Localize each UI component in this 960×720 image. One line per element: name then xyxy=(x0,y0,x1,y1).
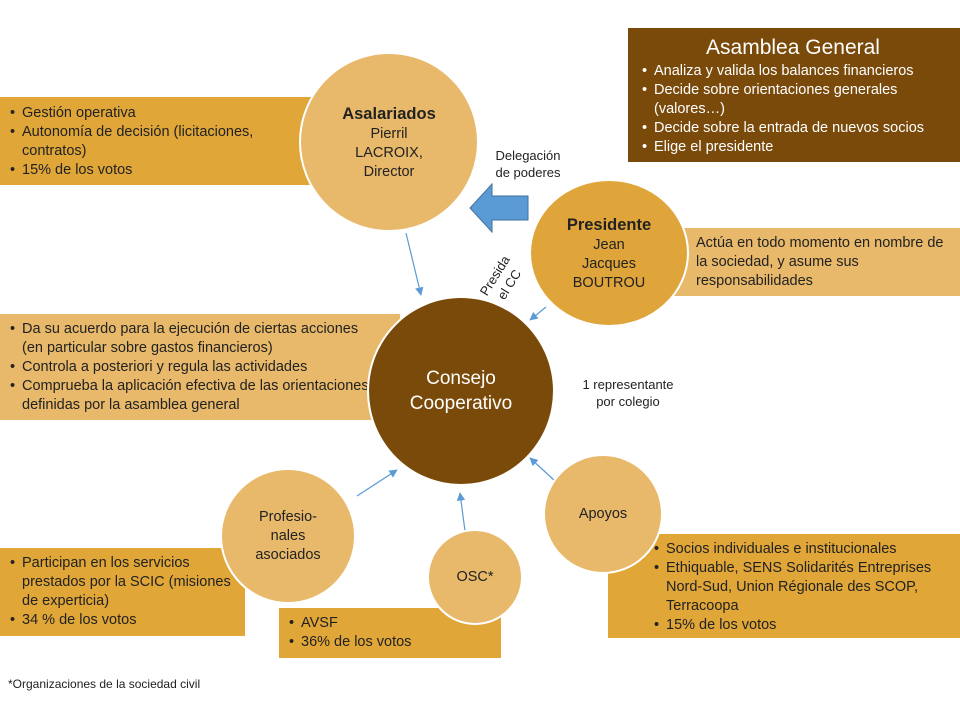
asalariados-list: Gestión operativa Autonomía de decisión … xyxy=(4,104,294,180)
asamblea-general-box: Asamblea General Analiza y valida los ba… xyxy=(628,28,960,162)
consejo-circle: Consejo Cooperativo xyxy=(367,296,555,486)
arrow-asalariados-consejo xyxy=(405,232,424,296)
apoyos-label: Apoyos xyxy=(578,505,628,522)
arrow-osc-consejo xyxy=(456,492,466,532)
representante-line-1: 1 representante xyxy=(582,377,674,392)
presidente-title: Presidente xyxy=(566,215,652,234)
asamblea-general-title: Asamblea General xyxy=(706,36,880,59)
list-item: 15% de los votos xyxy=(4,161,294,180)
apoyos-box: Socios individuales e institucionales Et… xyxy=(608,534,960,638)
list-item: Decide sobre orientaciones generales (va… xyxy=(636,81,950,119)
asamblea-general-list: Analiza y valida los balances financiero… xyxy=(636,62,950,157)
apoyos-circle: Apoyos xyxy=(543,454,663,574)
arrow-apoyos-consejo xyxy=(529,457,555,481)
list-item: Ethiquable, SENS Solidarités Entreprises… xyxy=(648,559,952,616)
asalariados-title: Asalariados xyxy=(342,104,436,123)
asalariados-name-1: Pierril xyxy=(370,125,408,142)
list-item: Socios individuales e institucionales xyxy=(648,540,952,559)
consejo-title-1: Consejo xyxy=(426,368,496,389)
list-item: AVSF xyxy=(283,614,493,633)
arrow-profesionales-consejo xyxy=(356,469,398,497)
presidente-circle: Presidente Jean Jacques BOUTROU xyxy=(529,179,689,327)
delegacion-line-1: Delegación xyxy=(495,148,561,163)
list-item: Decide sobre la entrada de nuevos socios xyxy=(636,119,950,138)
list-item: Da su acuerdo para la ejecución de ciert… xyxy=(4,320,378,358)
presidente-name-2: Jacques xyxy=(581,255,636,272)
asalariados-name-2: LACROIX, xyxy=(355,144,423,161)
list-item: Elige el presidente xyxy=(636,138,950,157)
apoyos-list: Socios individuales e institucionales Et… xyxy=(648,540,952,635)
profesionales-box: Participan en los servicios prestados po… xyxy=(0,548,245,636)
profesionales-label-1: Profesio- xyxy=(258,508,318,525)
consejo-list: Da su acuerdo para la ejecución de ciert… xyxy=(4,320,378,415)
delegacion-line-2: de poderes xyxy=(495,165,561,180)
osc-circle: OSC* xyxy=(427,529,523,625)
list-item: Analiza y valida los balances financiero… xyxy=(636,62,950,81)
representante-line-2: por colegio xyxy=(596,394,660,409)
list-item: Controla a posteriori y regula las activ… xyxy=(4,358,378,377)
presidente-name-1: Jean xyxy=(593,236,625,253)
consejo-box: Da su acuerdo para la ejecución de ciert… xyxy=(0,314,400,420)
arrow-presidente-consejo xyxy=(529,306,547,321)
osc-label: OSC* xyxy=(456,568,494,585)
footnote: *Organizaciones de la sociedad civil xyxy=(8,677,201,691)
consejo-title-2: Cooperativo xyxy=(409,393,513,414)
asalariados-name-3: Director xyxy=(363,163,415,180)
list-item: Participan en los servicios prestados po… xyxy=(4,554,237,611)
list-item: Autonomía de decisión (licitaciones, con… xyxy=(4,123,294,161)
presidente-name-3: BOUTROU xyxy=(572,274,646,291)
list-item: 34 % de los votos xyxy=(4,611,237,630)
list-item: Comprueba la aplicación efectiva de las … xyxy=(4,377,378,415)
list-item: Gestión operativa xyxy=(4,104,294,123)
asalariados-circle: Asalariados Pierril LACROIX, Director xyxy=(299,52,479,232)
profesionales-circle: Profesio- nales asociados xyxy=(220,468,356,604)
list-item: 15% de los votos xyxy=(648,616,952,635)
list-item: 36% de los votos xyxy=(283,633,493,652)
profesionales-label-3: asociados xyxy=(255,546,321,563)
representante-label: 1 representante por colegio xyxy=(568,376,688,410)
osc-list: AVSF 36% de los votos xyxy=(283,614,493,652)
profesionales-label-2: nales xyxy=(270,527,306,544)
presidente-description: Actúa en todo momento en nombre de la so… xyxy=(696,235,944,289)
profesionales-list: Participan en los servicios prestados po… xyxy=(4,554,237,630)
asalariados-box: Gestión operativa Autonomía de decisión … xyxy=(0,97,312,185)
delegation-arrow xyxy=(469,182,529,234)
delegacion-label: Delegación de poderes xyxy=(484,147,572,181)
presidente-box: Actúa en todo momento en nombre de la so… xyxy=(668,228,960,296)
osc-box: AVSF 36% de los votos xyxy=(279,608,501,658)
